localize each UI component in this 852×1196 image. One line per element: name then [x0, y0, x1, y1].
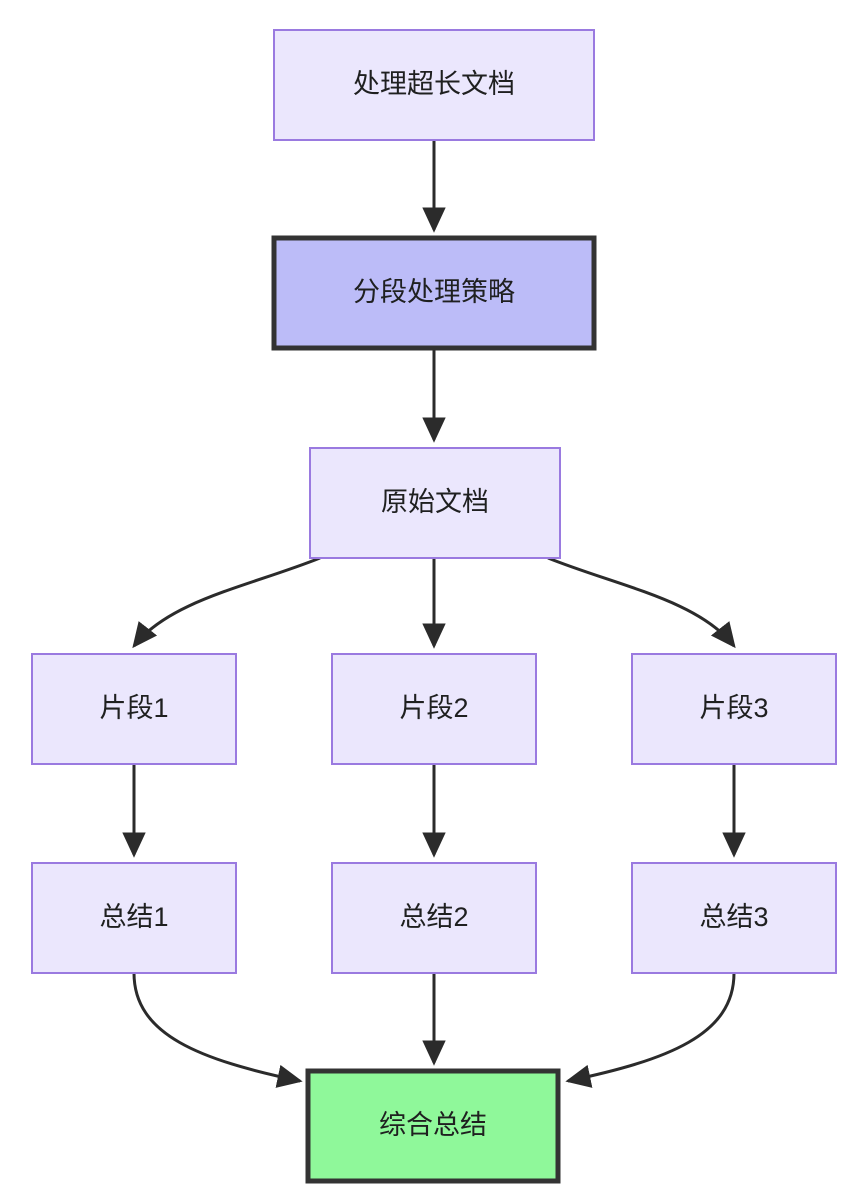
- node-frag1[interactable]: 片段1: [31, 653, 237, 765]
- node-sum1[interactable]: 总结1: [31, 862, 237, 974]
- node-label-final: 综合总结: [379, 1110, 487, 1140]
- node-doc[interactable]: 处理超长文档: [273, 29, 595, 141]
- node-box-frag3[interactable]: [631, 653, 837, 765]
- node-frag2[interactable]: 片段2: [331, 653, 537, 765]
- edge-sum1-to-final: [132, 972, 303, 1088]
- node-box-frag2[interactable]: [331, 653, 537, 765]
- node-sum2[interactable]: 总结2: [331, 862, 537, 974]
- node-label-sum2: 总结2: [399, 902, 468, 932]
- edge-sum3-to-final: [565, 972, 736, 1088]
- node-label-frag1: 片段1: [99, 693, 168, 723]
- node-box-source[interactable]: [309, 447, 561, 559]
- node-label-source: 原始文档: [381, 487, 489, 517]
- node-label-sum3: 总结3: [699, 902, 768, 932]
- node-box-strategy[interactable]: [271, 235, 597, 351]
- node-box-frag1[interactable]: [31, 653, 237, 765]
- node-box-sum2[interactable]: [331, 862, 537, 974]
- node-box-sum3[interactable]: [631, 862, 837, 974]
- node-label-sum1: 总结1: [99, 902, 168, 932]
- edges-layer: [122, 140, 746, 1088]
- node-source[interactable]: 原始文档: [309, 447, 561, 559]
- node-final[interactable]: 综合总结: [305, 1068, 561, 1184]
- node-label-doc: 处理超长文档: [353, 69, 515, 99]
- node-label-frag2: 片段2: [399, 693, 468, 723]
- node-box-sum1[interactable]: [31, 862, 237, 974]
- node-label-frag3: 片段3: [699, 693, 768, 723]
- edge-source-to-frag1: [132, 556, 321, 649]
- node-strategy[interactable]: 分段处理策略: [271, 235, 597, 351]
- node-label-strategy: 分段处理策略: [353, 277, 515, 307]
- node-frag3[interactable]: 片段3: [631, 653, 837, 765]
- edge-source-to-frag3: [547, 556, 736, 649]
- node-sum3[interactable]: 总结3: [631, 862, 837, 974]
- node-box-final[interactable]: [305, 1068, 561, 1184]
- node-box-doc[interactable]: [273, 29, 595, 141]
